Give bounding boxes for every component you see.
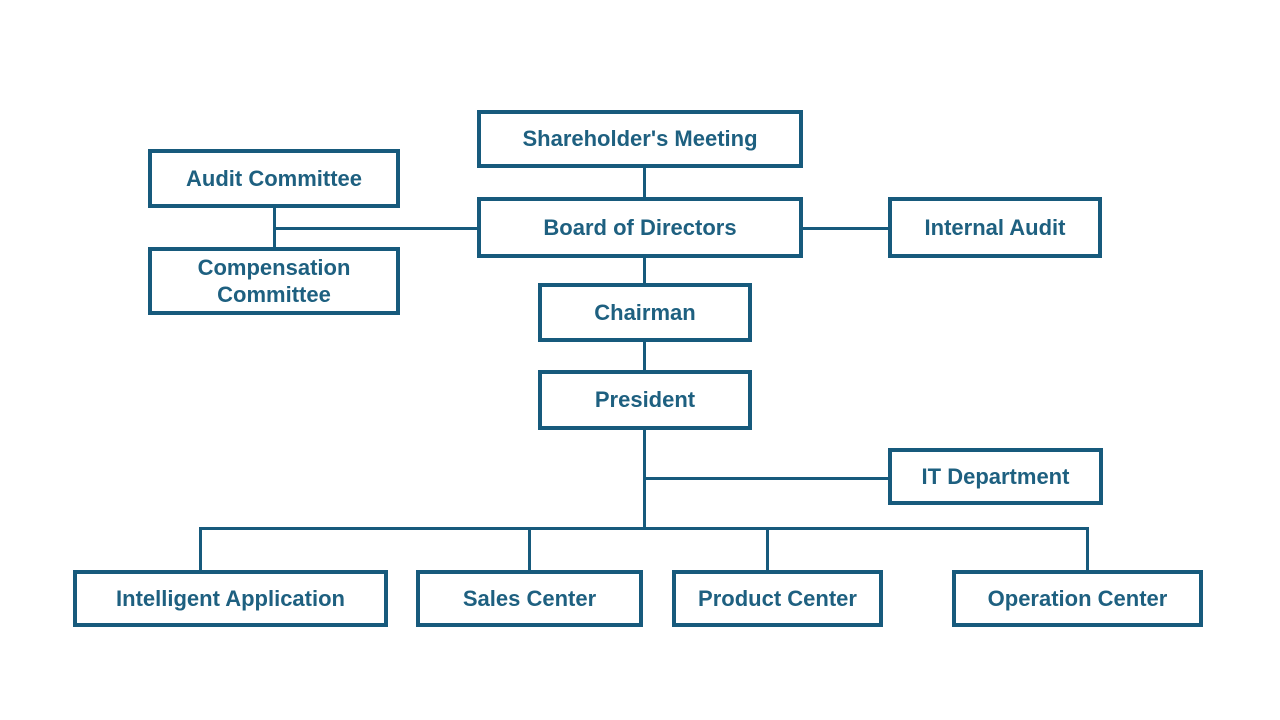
connector-bus-to-sales-center xyxy=(527,528,531,570)
org-node-label-intelligent-application: Intelligent Application xyxy=(116,585,345,611)
org-node-label-chairman: Chairman xyxy=(594,299,696,325)
connector-president-to-it-department xyxy=(642,476,890,480)
org-node-chairman: Chairman xyxy=(538,283,752,342)
connector-bus-to-operation-center xyxy=(1085,528,1089,570)
org-node-board-of-directors: Board of Directors xyxy=(477,197,803,258)
org-node-label-audit-committee: Audit Committee xyxy=(186,165,362,191)
connector-shareholders-to-board xyxy=(642,168,646,197)
org-node-label-product-center: Product Center xyxy=(698,585,857,611)
org-node-it-department: IT Department xyxy=(888,448,1103,505)
org-node-operation-center: Operation Center xyxy=(952,570,1203,627)
org-node-shareholders-meeting: Shareholder's Meeting xyxy=(477,110,803,168)
connector-bus-to-intelligent-application xyxy=(198,528,202,570)
org-node-sales-center: Sales Center xyxy=(416,570,643,627)
connector-bottom-bus xyxy=(198,526,1089,530)
connector-chairman-to-president xyxy=(642,342,646,370)
connector-committees-to-board xyxy=(272,226,479,230)
connector-bus-to-product-center xyxy=(765,528,769,570)
org-node-label-compensation-committee: Compensation Committee xyxy=(197,254,351,308)
org-node-audit-committee: Audit Committee xyxy=(148,149,400,208)
org-node-label-board-of-directors: Board of Directors xyxy=(543,214,737,240)
org-node-product-center: Product Center xyxy=(672,570,883,627)
org-node-label-it-department: IT Department xyxy=(921,463,1070,489)
org-node-internal-audit: Internal Audit xyxy=(888,197,1102,258)
org-node-label-internal-audit: Internal Audit xyxy=(924,214,1066,240)
org-node-intelligent-application: Intelligent Application xyxy=(73,570,388,627)
org-node-label-president: President xyxy=(594,387,696,413)
org-node-label-operation-center: Operation Center xyxy=(987,585,1168,611)
org-node-president: President xyxy=(538,370,752,430)
org-node-label-shareholders-meeting: Shareholder's Meeting xyxy=(522,126,758,152)
org-node-compensation-committee: Compensation Committee xyxy=(148,247,400,315)
org-node-label-sales-center: Sales Center xyxy=(462,585,597,611)
connector-board-to-internal-audit xyxy=(801,226,890,230)
connector-board-to-chairman xyxy=(642,258,646,283)
